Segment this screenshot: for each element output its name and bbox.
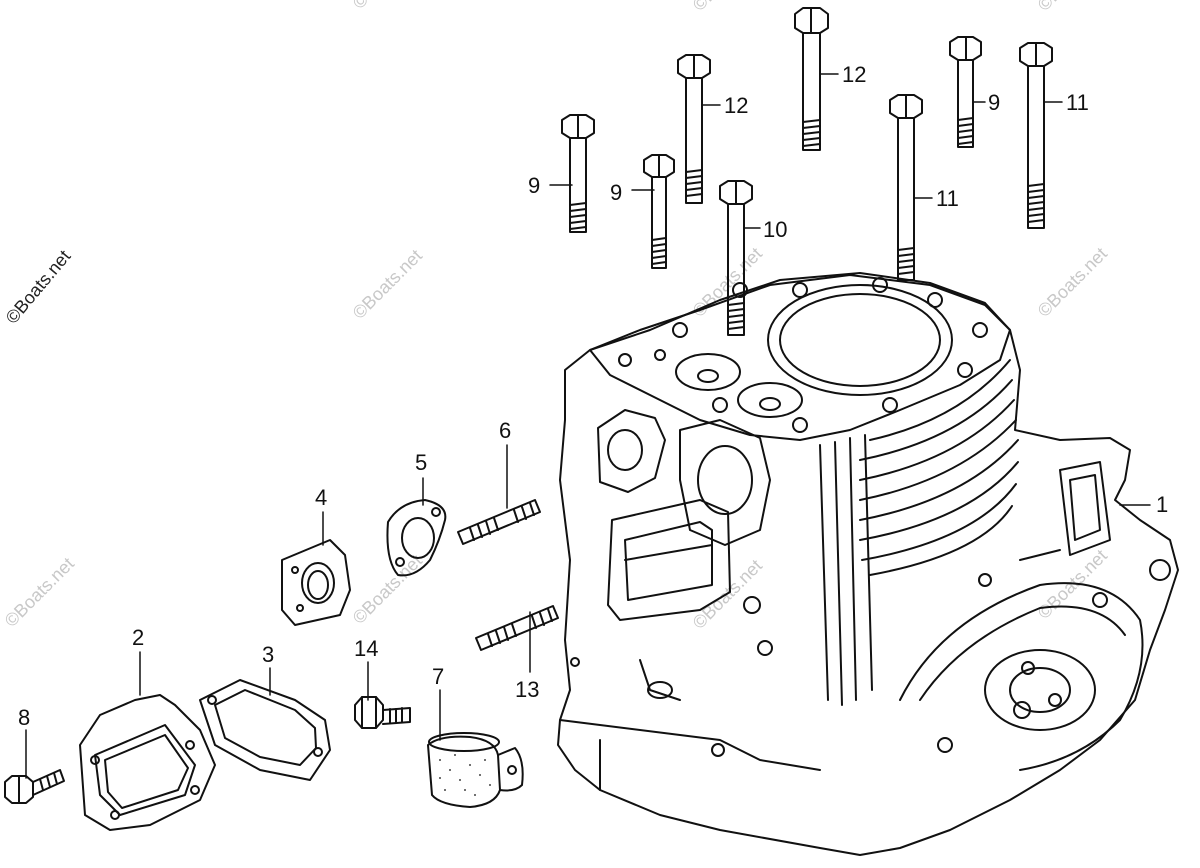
callout-9-left: 9 xyxy=(528,173,540,198)
watermark: ©Boats.net xyxy=(1034,0,1111,15)
watermark: ©Boats.net xyxy=(349,246,426,323)
clamp-7 xyxy=(427,732,524,808)
watermark-main: ©Boats.net xyxy=(2,246,75,327)
bolt-12-left xyxy=(677,54,711,204)
callout-9-middle: 9 xyxy=(610,180,622,205)
callout-11-right: 11 xyxy=(1066,90,1089,115)
breather-cover-2 xyxy=(79,694,216,831)
watermark: ©Boats.net xyxy=(1034,244,1111,321)
gasket-5 xyxy=(386,499,447,577)
callout-12-left: 12 xyxy=(724,93,748,118)
bolt-9-middle xyxy=(643,154,675,269)
stud-13 xyxy=(475,605,559,651)
bolt-9-right xyxy=(949,36,982,148)
bolt-12-center xyxy=(794,7,829,151)
callout-3: 3 xyxy=(262,642,274,667)
watermark: ©Boats.net xyxy=(349,551,426,628)
callout-4: 4 xyxy=(315,485,327,510)
breather-gasket-3 xyxy=(199,679,331,781)
callout-14: 14 xyxy=(354,636,378,661)
watermark: ©Boats.net xyxy=(689,0,766,15)
watermark: ©Boats.net xyxy=(1,554,78,631)
callout-13: 13 xyxy=(515,677,539,702)
callout-2: 2 xyxy=(132,625,144,650)
bolt-11-right xyxy=(1019,42,1053,229)
watermarks: ©Boats.net ©Boats.net ©Boats.net ©Boats.… xyxy=(1,0,1111,633)
callout-6: 6 xyxy=(499,418,511,443)
callout-9-right: 9 xyxy=(988,90,1000,115)
stud-6 xyxy=(457,499,541,545)
bolt-10 xyxy=(719,180,753,336)
bolt-8 xyxy=(4,769,65,804)
bolt-11-middle xyxy=(889,94,923,281)
watermark: ©Boats.net xyxy=(349,0,426,13)
bolt-14 xyxy=(354,696,411,729)
callout-12-center: 12 xyxy=(842,62,866,87)
leader-lines xyxy=(25,73,1151,779)
callout-7: 7 xyxy=(432,664,444,689)
cylinder-block xyxy=(557,272,1179,856)
callout-5: 5 xyxy=(415,450,427,475)
callout-11-middle: 11 xyxy=(936,186,959,211)
bolt-9-left xyxy=(561,114,595,233)
insulator-4 xyxy=(281,539,351,626)
callout-1: 1 xyxy=(1156,492,1168,517)
callout-8: 8 xyxy=(18,705,30,730)
callout-labels: 1 2 3 4 5 6 7 8 9 9 9 10 11 11 12 12 13 … xyxy=(18,62,1168,730)
callout-10: 10 xyxy=(763,217,787,242)
